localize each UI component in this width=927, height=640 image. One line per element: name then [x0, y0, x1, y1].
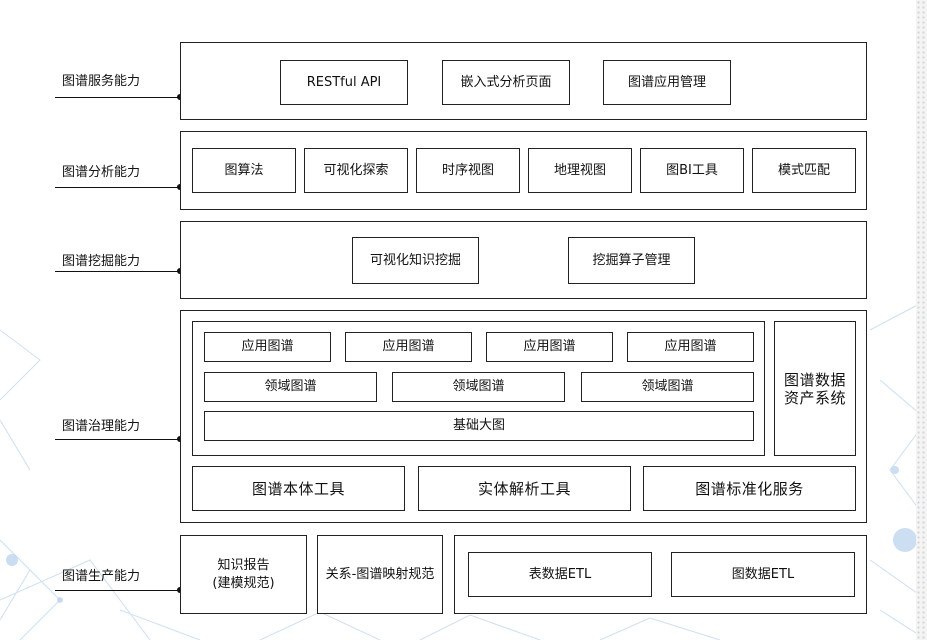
box-relation-graph-mapping-spec: 关系-图谱映射规范: [317, 535, 443, 614]
box-graph-data-etl: 图数据ETL: [671, 552, 855, 597]
box-timeline-view: 时序视图: [416, 148, 520, 193]
leader-line-production: [55, 586, 183, 593]
box-graph-data-asset-system: 图谱数据 资产系统: [774, 321, 856, 456]
layer-label-analysis: 图谱分析能力: [62, 165, 141, 180]
box-visual-knowledge-mining: 可视化知识挖掘: [352, 237, 479, 284]
box-graph-standardization-service: 图谱标准化服务: [643, 466, 856, 511]
box-graph-ontology-tool: 图谱本体工具: [192, 466, 405, 511]
box-knowledge-report: 知识报告 (建模规范): [180, 535, 307, 614]
panel-etl: 表数据ETL 图数据ETL: [454, 535, 867, 614]
box-app-graph-1: 应用图谱: [204, 332, 331, 362]
right-dotted-strip: [916, 0, 927, 640]
box-domain-graph-3: 领域图谱: [581, 372, 754, 402]
box-graph-algorithm: 图算法: [192, 148, 296, 193]
layer-label-production: 图谱生产能力: [62, 569, 141, 584]
box-restful-api: RESTful API: [280, 60, 408, 105]
box-pattern-matching: 模式匹配: [752, 148, 856, 193]
layer-label-service: 图谱服务能力: [62, 74, 141, 89]
leader-line-governance: [55, 435, 183, 442]
box-graph-bi-tool: 图BI工具: [640, 148, 744, 193]
leader-line-analysis: [55, 183, 183, 190]
box-table-data-etl: 表数据ETL: [468, 552, 652, 597]
box-entity-resolution-tool: 实体解析工具: [418, 466, 631, 511]
box-mining-operator-management: 挖掘算子管理: [568, 237, 695, 284]
leader-line-service: [55, 93, 183, 100]
box-base-graph: 基础大图: [204, 411, 754, 441]
graph-hierarchy-group: 应用图谱 应用图谱 应用图谱 应用图谱 领域图谱 领域图谱 领域图谱 基础大图: [192, 321, 765, 456]
box-app-graph-4: 应用图谱: [627, 332, 754, 362]
box-domain-graph-1: 领域图谱: [204, 372, 377, 402]
box-app-graph-3: 应用图谱: [486, 332, 613, 362]
box-graph-app-management: 图谱应用管理: [603, 60, 731, 105]
panel-mining: 可视化知识挖掘 挖掘算子管理: [180, 221, 867, 299]
box-domain-graph-2: 领域图谱: [392, 372, 565, 402]
box-visual-exploration: 可视化探索: [304, 148, 408, 193]
panel-service: RESTful API 嵌入式分析页面 图谱应用管理: [180, 42, 867, 120]
panel-governance: 应用图谱 应用图谱 应用图谱 应用图谱 领域图谱 领域图谱 领域图谱 基础大图 …: [180, 310, 867, 523]
layer-label-governance: 图谱治理能力: [62, 419, 141, 434]
box-geo-view: 地理视图: [528, 148, 632, 193]
layer-label-mining: 图谱挖掘能力: [62, 254, 141, 269]
box-embedded-analysis-page: 嵌入式分析页面: [442, 60, 570, 105]
panel-analysis: 图算法 可视化探索 时序视图 地理视图 图BI工具 模式匹配: [180, 131, 867, 210]
leader-line-mining: [55, 267, 183, 274]
box-app-graph-2: 应用图谱: [345, 332, 472, 362]
